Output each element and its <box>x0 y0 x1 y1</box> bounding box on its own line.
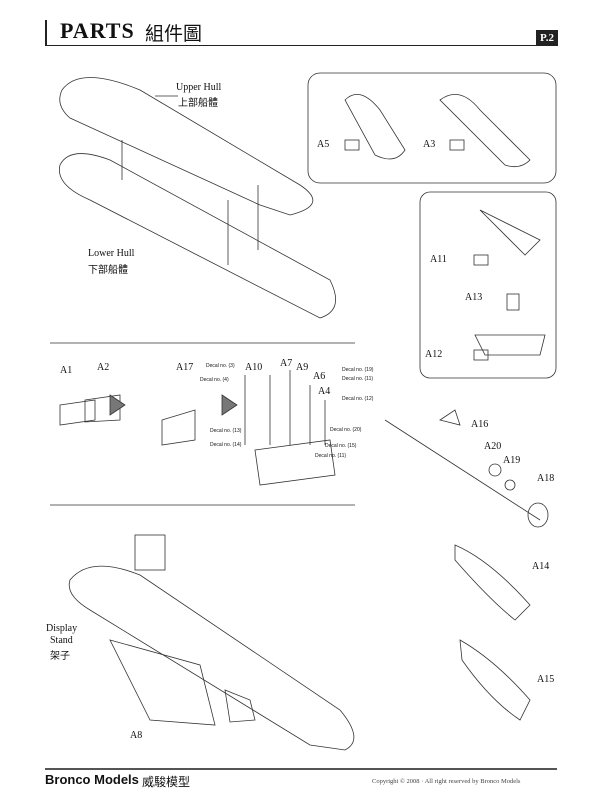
decal-label: Decal no. (3) <box>206 363 235 369</box>
part-a7: A7 <box>280 358 293 369</box>
part-a15: A15 <box>537 674 555 685</box>
lower-hull-label: Lower Hull <box>88 248 135 259</box>
part-a12: A12 <box>425 349 443 360</box>
decal-label: Decal no. (19) <box>342 367 374 373</box>
decal-label: Decal no. (14) <box>210 442 242 448</box>
upper-hull-label: Upper Hull <box>176 82 222 93</box>
stand-label-cn: 架子 <box>50 651 70 662</box>
part-a13: A13 <box>465 292 483 303</box>
decal-label: Decal no. (20) <box>330 427 362 433</box>
stand-label: Display <box>46 623 78 634</box>
brand-name-cn: 威駿模型 <box>142 775 191 789</box>
footer-rule <box>45 768 557 770</box>
part-a1: A1 <box>60 365 73 376</box>
part-a18: A18 <box>537 473 555 484</box>
part-a2: A2 <box>97 362 110 373</box>
brand-name: Bronco Models <box>45 772 139 787</box>
part-a20: A20 <box>484 441 502 452</box>
detail-box-a11-a13 <box>419 191 557 379</box>
part-a3: A3 <box>423 139 436 150</box>
part-a19: A19 <box>503 455 521 466</box>
part-a4: A4 <box>318 386 331 397</box>
decal-label: Decal no. (15) <box>325 443 357 449</box>
submarine-drawing <box>68 565 355 751</box>
part-a8: A8 <box>130 730 143 741</box>
part-a5: A5 <box>317 139 330 150</box>
decal-label: Decal no. (12) <box>342 396 374 402</box>
decal-label: Decal no. (11) <box>342 376 374 382</box>
header-bar <box>45 20 47 46</box>
decal-label: Decal no. (11) <box>315 453 347 459</box>
part-a6: A6 <box>313 371 326 382</box>
upper-hull-label-cn: 上部船體 <box>178 98 218 109</box>
page-number: P.2 <box>536 30 558 46</box>
lower-hull-drawing <box>58 153 337 319</box>
part-a17: A17 <box>176 362 194 373</box>
part-a11: A11 <box>430 254 447 265</box>
copyright: Copyright © 2008 · All right reserved by… <box>372 778 521 785</box>
part-a14: A14 <box>532 561 550 572</box>
upper-hull-drawing <box>59 77 314 216</box>
page-title-cn: 組件圖 <box>145 24 203 45</box>
header-rule <box>45 45 555 46</box>
stand-label-2: Stand <box>50 635 73 646</box>
decal-label: Decal no. (13) <box>210 428 242 434</box>
lower-hull-label-cn: 下部船體 <box>88 265 128 276</box>
detail-box-a3-a5 <box>307 72 557 184</box>
page-title: PARTS <box>60 18 135 43</box>
part-a16: A16 <box>471 419 489 430</box>
part-a10: A10 <box>245 362 263 373</box>
part-a9: A9 <box>296 362 309 373</box>
decal-label: Decal no. (4) <box>200 377 229 383</box>
